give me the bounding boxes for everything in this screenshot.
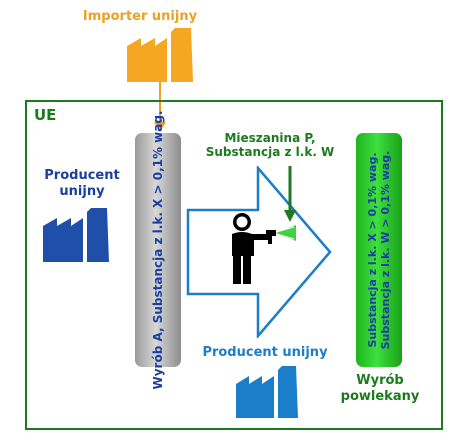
mixture-label-text: Mieszanina P, Substancja z l.k. W [205, 131, 335, 159]
importer-factory-icon [127, 28, 193, 82]
import-arrow [154, 82, 166, 132]
coated-article-bar [356, 133, 402, 367]
mixture-arrow [284, 166, 296, 222]
coated-article-line2: Substancja z l.k. W > 0,1% wag. [379, 150, 392, 350]
article-bar [135, 133, 181, 367]
importer-label: Importer unijny [82, 9, 198, 24]
eu-producer-label: Producent unijny [44, 168, 120, 199]
eu-label: UE [34, 106, 57, 124]
spray-worker-icon [232, 213, 296, 284]
downstream-user-factory-icon [236, 366, 298, 418]
mixture-label: Mieszanina P, Substancja z l.k. W [195, 131, 345, 159]
process-arrow [186, 166, 332, 338]
downstream-user-label: Producent unijny [202, 345, 328, 360]
article-label: Wyrób A, Substancja z l.k. X > 0,1% wag. [151, 110, 165, 390]
coated-article-label: Wyrób powlekany [340, 373, 420, 404]
eu-producer-factory-icon [43, 208, 109, 262]
coated-article-composition: Substancja z l.k. X > 0,1% wag. Substanc… [366, 151, 392, 350]
coated-article-line1: Substancja z l.k. X > 0,1% wag. [366, 152, 379, 348]
eu-border [25, 100, 443, 430]
